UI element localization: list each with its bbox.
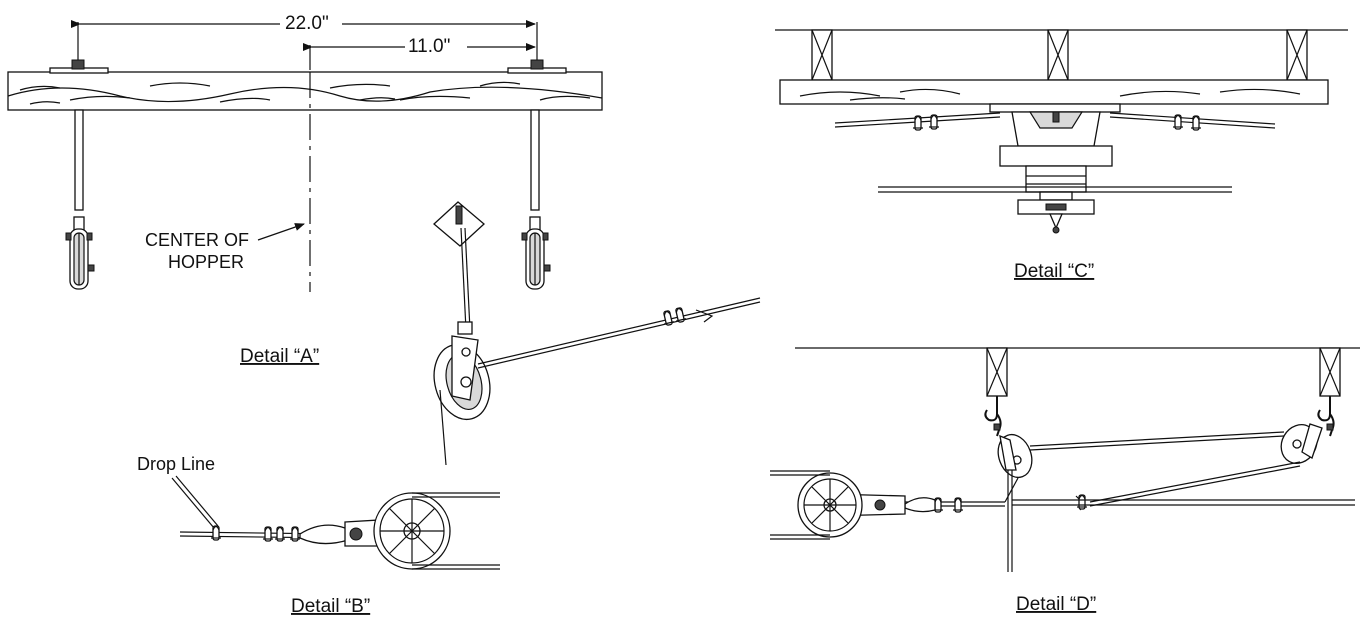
hook-left: [984, 395, 1002, 437]
drop-line-label: Drop Line: [137, 454, 215, 474]
inclined-pulley-assembly: [433, 201, 761, 466]
detail-a-caption: Detail “A”: [240, 346, 319, 367]
upper-pulley-right: [1280, 423, 1323, 464]
detail-c-caption: Detail “C”: [1014, 261, 1094, 282]
dim-half-label: 11.0": [408, 36, 450, 57]
wood-beam: [7, 71, 603, 111]
pulley-right: [521, 216, 551, 290]
center-label-line1: CENTER OF: [145, 230, 249, 250]
detail-d: Detail “D”: [770, 347, 1360, 615]
detail-b: Drop Line Detail “B”: [137, 454, 500, 617]
dim-overall-label: 22.0": [285, 13, 329, 34]
detail-b-caption: Detail “B”: [291, 596, 370, 617]
spoked-pulley-d: [797, 472, 863, 538]
center-leader: [257, 223, 305, 241]
drop-line: [171, 477, 215, 529]
pulley-left: [65, 216, 95, 290]
spoked-pulley-b: [373, 492, 451, 570]
detail-d-caption: Detail “D”: [1016, 594, 1096, 615]
detail-c: Detail “C”: [775, 29, 1348, 282]
detail-a: 22.0" 11.0" CENTER OF HOPPER Detail “A”: [7, 12, 603, 367]
center-label-line2: HOPPER: [168, 252, 244, 272]
wood-beam-c: [779, 79, 1329, 105]
upper-pulley-left: [997, 433, 1033, 479]
